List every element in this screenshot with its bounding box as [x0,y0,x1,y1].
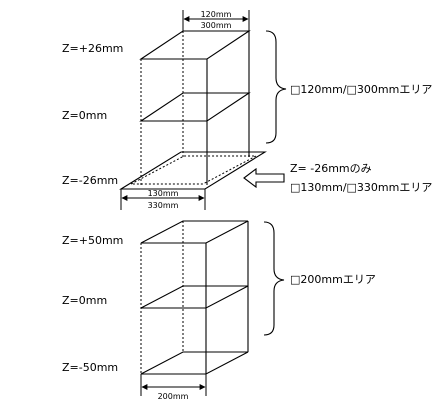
note-line-2: □130mm/□330mmエリア [290,181,432,194]
upper-z-label-bottom: Z=-26mm [62,174,118,187]
upper-area-label: □120mm/□300mmエリア [290,83,432,96]
upper-top-dim-label-1: 120mm [201,10,232,19]
upper-brace [265,30,287,144]
upper-top-dimension: 120mm 300mm [182,10,250,31]
lower-box [140,220,249,375]
lower-z-label-top: Z=+50mm [62,234,123,247]
upper-box [119,30,267,190]
upper-z-label-middle: Z=0mm [62,109,107,122]
note-line-1: Z= -26mmのみ [290,162,372,175]
lower-bottom-dim-label: 200mm [158,392,189,401]
upper-middle-plane [139,92,251,122]
lower-top-face [140,220,249,244]
lower-z-label-bottom: Z=-50mm [62,361,118,374]
lower-middle-plane [140,285,249,309]
hollow-arrow-icon [243,167,285,189]
lower-bottom-dimension: 200mm [140,374,207,401]
upper-bottom-dim-label-2: 330mm [148,201,179,210]
upper-top-face [139,30,251,60]
lower-area-label: □200mmエリア [290,273,376,286]
upper-z-label-top: Z=+26mm [62,42,123,55]
upper-top-dim-label-2: 300mm [201,21,232,30]
upper-bottom-plate [119,151,267,190]
lower-brace [263,221,285,336]
lower-bottom-plane [140,351,249,375]
upper-bottom-inner-plate [130,155,257,185]
upper-bottom-dim-label-1: 130mm [148,189,179,198]
upper-bottom-dimension: 130mm 330mm [120,189,206,210]
lower-z-label-middle: Z=0mm [62,294,107,307]
